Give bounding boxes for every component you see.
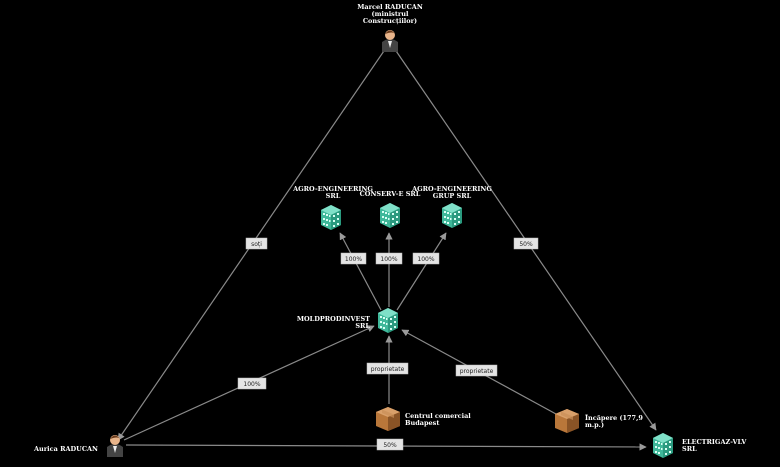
svg-text:100%: 100% bbox=[380, 256, 397, 263]
node-label-line: (ministrul bbox=[372, 10, 409, 18]
svg-text:proprietate: proprietate bbox=[460, 368, 494, 375]
building-icon bbox=[321, 205, 341, 230]
edge-label-centrul-moldprod: proprietate bbox=[366, 362, 409, 375]
node-label-line: Aurica RADUCAN bbox=[33, 445, 98, 453]
edge-label-marcel-electrigaz: 50% bbox=[513, 237, 539, 250]
person-icon bbox=[382, 30, 398, 52]
svg-text:proprietate: proprietate bbox=[371, 366, 405, 373]
edge-label-soti: soți bbox=[245, 237, 268, 250]
building-icon bbox=[442, 203, 462, 228]
edge-label-incapere-moldprod: proprietate bbox=[455, 364, 498, 377]
node-agro1: AGRO-ENGINEERING SRL bbox=[292, 185, 373, 230]
box-icon bbox=[376, 407, 400, 431]
node-label-line: SRL bbox=[326, 192, 341, 200]
node-label-line: CONSERV-E SRL bbox=[360, 190, 421, 198]
node-label-line: Construcțiilor) bbox=[363, 17, 417, 25]
node-label-line: SRL bbox=[355, 322, 370, 330]
node-agro2: AGRO-ENGINEERING GRUP SRL bbox=[411, 185, 492, 228]
edges bbox=[117, 47, 657, 451]
node-label-line: AGRO-ENGINEERING bbox=[411, 185, 492, 193]
svg-text:soți: soți bbox=[251, 241, 262, 248]
building-icon bbox=[653, 433, 673, 458]
svg-text:100%: 100% bbox=[243, 381, 260, 388]
node-conserv: CONSERV-E SRL bbox=[360, 190, 421, 228]
node-label-line: AGRO-ENGINEERING bbox=[292, 185, 373, 193]
node-label-line: GRUP SRL bbox=[433, 192, 472, 200]
node-label-line: SRL bbox=[682, 445, 697, 453]
node-label-line: Încăpere (177,9 bbox=[585, 413, 643, 422]
node-label-line: Budapest bbox=[405, 419, 439, 427]
edge-moldprod-agro2 bbox=[396, 232, 447, 311]
node-label-line: ELECTRIGAZ-VLV bbox=[682, 438, 747, 446]
node-label-line: Marcel RADUCAN bbox=[357, 3, 423, 11]
node-aurica: Aurica RADUCAN bbox=[33, 435, 123, 457]
edge-label-moldprod-agro2: 100% bbox=[412, 252, 440, 265]
node-label-line: m.p.) bbox=[585, 421, 604, 429]
edge-label-moldprod-conserv: 100% bbox=[375, 252, 403, 265]
node-marcel: Marcel RADUCAN (ministrul Construcțiilor… bbox=[357, 3, 423, 52]
edge-label-aurica-moldprod: 100% bbox=[237, 377, 267, 390]
node-electrigaz: ELECTRIGAZ-VLV SRL bbox=[653, 433, 747, 458]
node-label-line: MOLDPRODINVEST bbox=[297, 315, 370, 323]
person-icon bbox=[107, 435, 123, 457]
building-icon bbox=[380, 203, 400, 228]
svg-text:50%: 50% bbox=[383, 442, 397, 449]
svg-text:50%: 50% bbox=[519, 241, 533, 248]
box-icon bbox=[555, 409, 579, 433]
node-centrul: Centrul comercial Budapest bbox=[376, 407, 471, 431]
edge-label-moldprod-agro1: 100% bbox=[340, 252, 367, 265]
edge-label-aurica-electrigaz: 50% bbox=[376, 438, 404, 451]
building-icon bbox=[378, 308, 398, 333]
node-moldprod: MOLDPRODINVEST SRL bbox=[297, 308, 398, 333]
svg-text:100%: 100% bbox=[417, 256, 434, 263]
node-label-line: Centrul comercial bbox=[405, 412, 471, 420]
edge-moldprod-agro1 bbox=[339, 232, 382, 311]
node-incapere: Încăpere (177,9 m.p.) bbox=[555, 409, 643, 433]
svg-text:100%: 100% bbox=[345, 256, 362, 263]
